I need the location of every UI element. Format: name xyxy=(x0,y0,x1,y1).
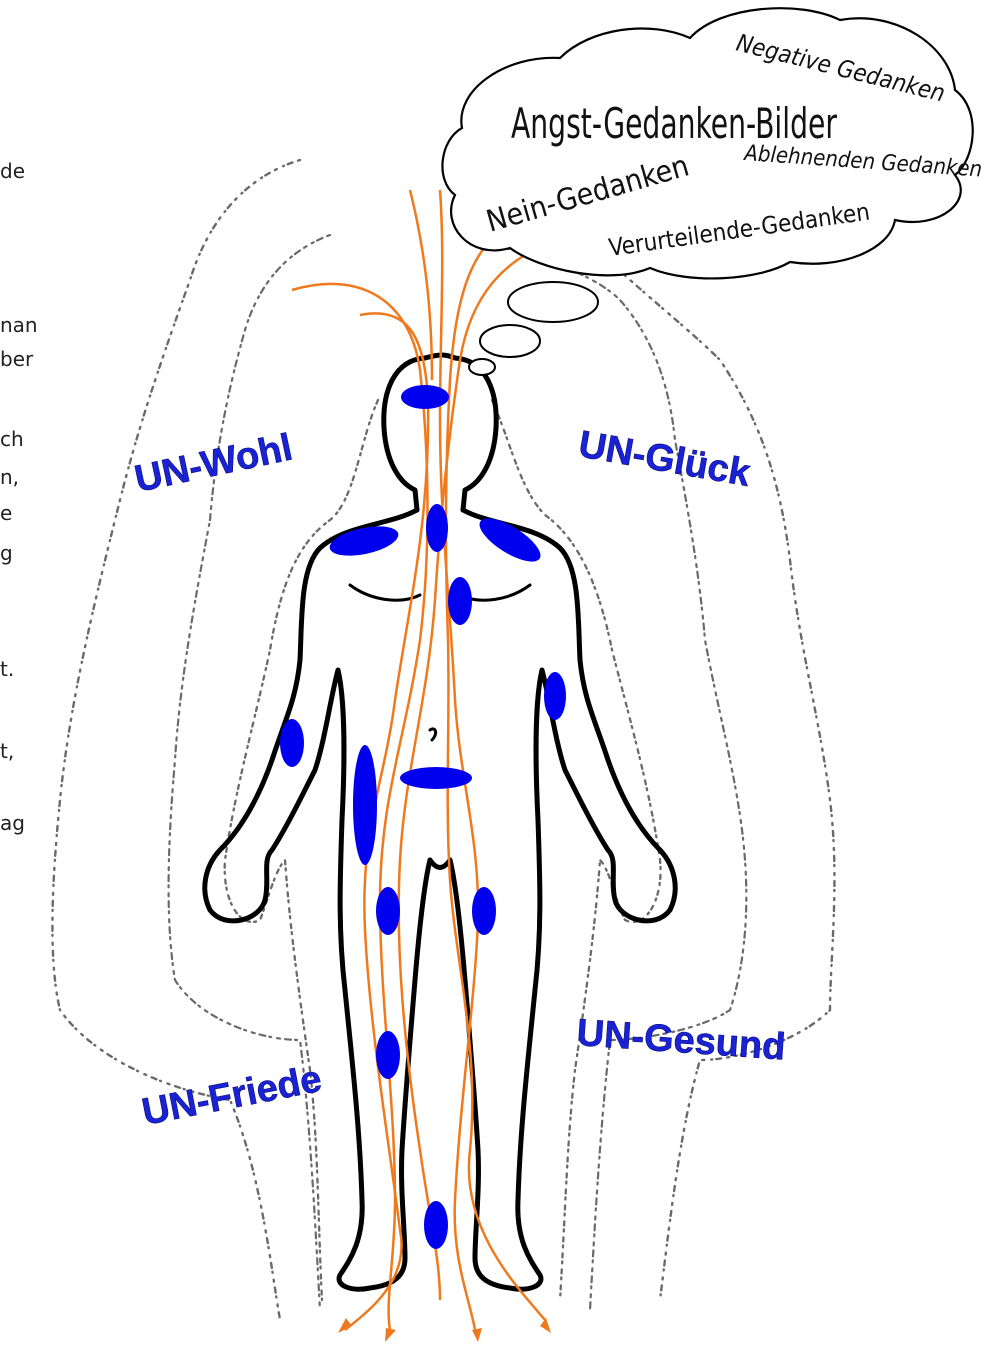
blockage-right-arm xyxy=(544,672,566,720)
label-un-glueck: UN-Glück xyxy=(575,424,754,496)
thought-title: Angst-Gedanken-Bilder xyxy=(511,99,837,148)
energy-lines xyxy=(292,190,572,1330)
blockage-left-arm xyxy=(280,719,304,767)
blockage-left-hip xyxy=(353,745,377,865)
thought-bubbles xyxy=(469,282,598,375)
text-fragment: t. xyxy=(0,657,14,681)
label-un-friede: UN-Friede xyxy=(139,1058,325,1134)
text-fragment: ber xyxy=(0,347,34,371)
small-bubble xyxy=(469,359,495,375)
body-crotch xyxy=(430,860,450,868)
large-bubble xyxy=(508,282,598,322)
label-un-gesund: UN-Gesund xyxy=(575,1012,786,1068)
text-fragment: ch xyxy=(0,427,24,451)
arrowhead xyxy=(472,1328,482,1342)
aura-rings xyxy=(52,160,834,1320)
blockage-right-thigh xyxy=(472,887,496,935)
arrowhead xyxy=(385,1328,396,1342)
blockage-left-thigh xyxy=(376,887,400,935)
energy-arrowheads xyxy=(338,1318,551,1342)
blockage-left-knee xyxy=(376,1031,400,1079)
blockage-pelvis xyxy=(400,767,472,789)
human-body-outline xyxy=(205,355,675,1289)
medium-bubble xyxy=(480,325,540,357)
energy-line xyxy=(446,220,545,1320)
blockage-right-shoulder xyxy=(473,510,546,569)
text-fragment: n, xyxy=(0,465,19,489)
aura-outer-ring xyxy=(52,160,834,1320)
text-fragment: g xyxy=(0,541,13,565)
text-fragment: de xyxy=(0,159,25,183)
arrowhead xyxy=(338,1318,352,1333)
blockage-chest xyxy=(448,577,472,625)
blockage-foot xyxy=(424,1201,448,1249)
text-fragment: nan xyxy=(0,313,38,337)
text-fragment: t, xyxy=(0,739,14,763)
blockage-throat xyxy=(426,504,448,552)
blockage-head xyxy=(401,385,449,409)
text-fragment: ag xyxy=(0,811,25,835)
cropped-text-column: de nan ber ch n, e g t. t, ag xyxy=(0,159,38,835)
arrowhead xyxy=(540,1318,551,1333)
body-chest-lines xyxy=(350,585,530,740)
text-fragment: e xyxy=(0,501,12,525)
